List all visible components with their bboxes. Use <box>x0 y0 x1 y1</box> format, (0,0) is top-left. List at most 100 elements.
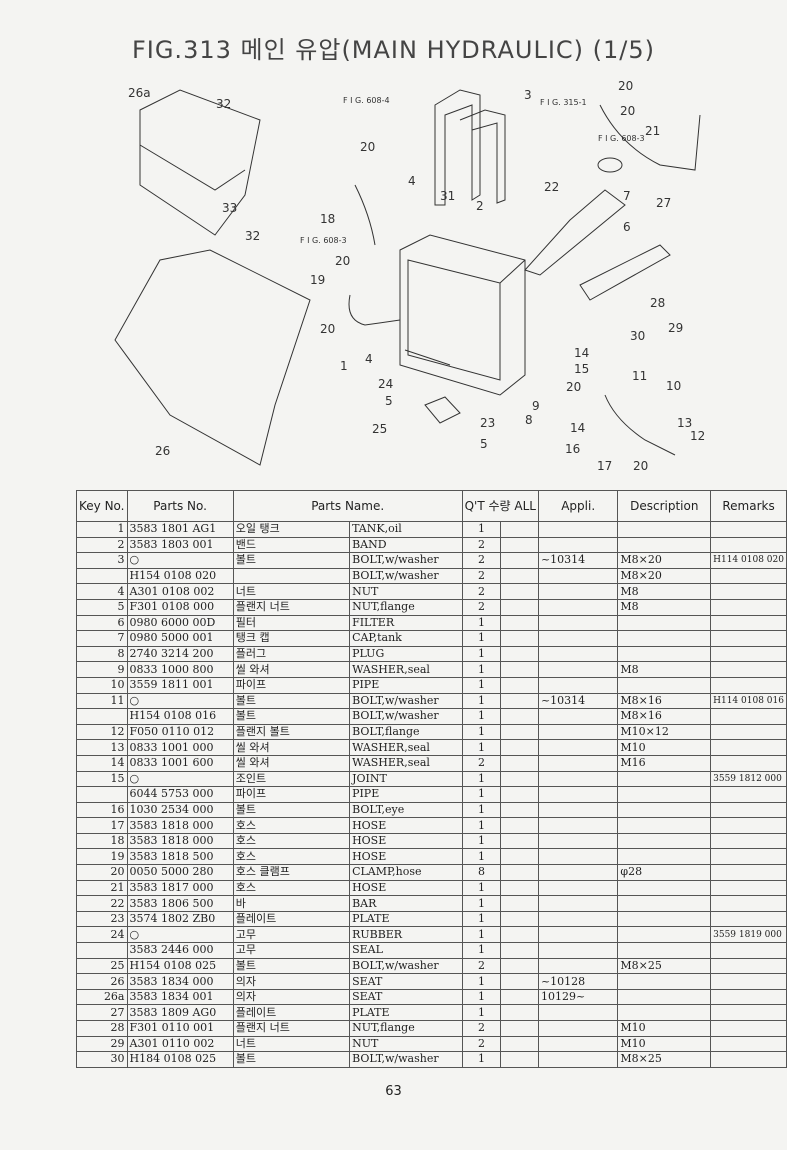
cell-description: M8×25 <box>617 1051 712 1068</box>
cell-name-en: CLAMP,hose <box>349 864 463 881</box>
cell-qty: 1 <box>461 926 502 944</box>
cell-name-kr: 의자 <box>232 973 351 990</box>
callout-label: 10 <box>666 379 681 393</box>
callout-label: 11 <box>632 369 647 383</box>
cell-description <box>617 832 712 850</box>
cell-parts-no: H154 0108 020 <box>126 567 234 585</box>
cell-name-en: BOLT,w/washer <box>349 1051 463 1068</box>
cell-remarks <box>710 723 787 741</box>
cell-key: 1 <box>76 521 128 538</box>
callout-label: 5 <box>385 394 393 408</box>
cell-name-kr: 씰 와셔 <box>232 739 351 756</box>
cell-name-en: BOLT,w/washer <box>349 957 463 975</box>
cell-name-en: HOSE <box>349 817 463 834</box>
filler-neck-shape <box>524 189 626 276</box>
cell-qty: 1 <box>461 676 502 694</box>
cell-qty-blank <box>500 614 539 632</box>
cell-qty: 2 <box>461 567 502 585</box>
cell-key: 10 <box>76 676 128 694</box>
cell-qty-blank <box>500 973 539 990</box>
cell-parts-no: F301 0110 001 <box>126 1020 234 1037</box>
header-description: Description <box>617 490 712 522</box>
cell-name-kr: 플레이트 <box>232 910 351 928</box>
cell-appli <box>537 817 619 834</box>
cell-qty: 2 <box>461 957 502 975</box>
cell-appli <box>537 926 619 944</box>
cell-name-kr: 플랜지 너트 <box>232 598 351 616</box>
cell-name-kr: 플레이트 <box>232 1004 351 1021</box>
cell-remarks: H114 0108 020 <box>710 552 787 569</box>
pipe-shape <box>604 394 676 456</box>
cell-key: 6 <box>76 614 128 632</box>
callout-label: 20 <box>566 380 581 394</box>
callout-label: 22 <box>544 180 559 194</box>
cell-qty-blank <box>500 879 539 897</box>
cell-appli <box>537 848 619 866</box>
cell-name-kr: 볼트 <box>232 692 351 710</box>
cell-name-en: WASHER,seal <box>349 661 463 678</box>
cell-name-kr: 볼트 <box>232 957 351 975</box>
cell-name-kr: 호스 <box>232 848 351 866</box>
cell-qty-blank <box>500 770 539 788</box>
cell-remarks <box>710 614 787 632</box>
cell-key: 11 <box>76 692 128 710</box>
callout-label: 25 <box>372 422 387 436</box>
callout-label: 16 <box>565 442 580 456</box>
cell-parts-no: 0833 1001 000 <box>126 739 234 756</box>
cell-name-kr: 플러그 <box>232 645 351 663</box>
cell-remarks <box>710 1004 787 1021</box>
callout-label: 30 <box>630 329 645 343</box>
cell-qty-blank <box>500 583 539 600</box>
cell-parts-no: 3583 1809 AG0 <box>126 1004 234 1021</box>
callout-label: 14 <box>574 346 589 360</box>
cell-parts-no: 3559 1811 001 <box>126 676 234 694</box>
cell-appli <box>537 583 619 600</box>
cell-qty: 1 <box>461 1004 502 1021</box>
cell-parts-no: 3583 1818 500 <box>126 848 234 866</box>
cell-name-en: BOLT,flange <box>349 723 463 741</box>
cell-description: φ28 <box>617 864 712 881</box>
cell-qty: 8 <box>461 864 502 881</box>
cell-name-en: BOLT,w/washer <box>349 552 463 569</box>
header-key: Key No. <box>76 490 128 522</box>
cell-qty: 1 <box>461 1051 502 1068</box>
cell-qty: 1 <box>461 942 502 959</box>
header-remarks: Remarks <box>710 490 787 522</box>
callout-label: 18 <box>320 212 335 226</box>
cell-appli <box>537 739 619 756</box>
cell-appli <box>537 832 619 850</box>
callout-label: 2 <box>476 199 484 213</box>
hose-18-shape <box>354 184 376 246</box>
cell-remarks <box>710 583 787 600</box>
cell-parts-no: F301 0108 000 <box>126 598 234 616</box>
cell-parts-no: ○ <box>126 692 234 710</box>
cell-parts-no: 0980 5000 001 <box>126 630 234 647</box>
callout-label: 32 <box>216 97 231 111</box>
cell-key: 14 <box>76 754 128 772</box>
cell-parts-no: 0833 1000 800 <box>126 661 234 678</box>
cell-appli <box>537 864 619 881</box>
cell-description <box>617 973 712 990</box>
cell-description <box>617 848 712 866</box>
cell-name-en: NUT,flange <box>349 598 463 616</box>
cell-qty: 2 <box>461 1020 502 1037</box>
callout-label: 26a <box>128 86 151 100</box>
cell-qty: 2 <box>461 754 502 772</box>
cell-qty-blank <box>500 895 539 912</box>
cell-qty: 2 <box>461 1035 502 1053</box>
cell-qty: 1 <box>461 661 502 678</box>
cell-appli <box>537 614 619 632</box>
cell-name-kr: 호스 <box>232 832 351 850</box>
callout-label: 21 <box>645 124 660 138</box>
cell-qty-blank <box>500 942 539 959</box>
cell-parts-no: 3583 1818 000 <box>126 832 234 850</box>
callout-label: 12 <box>690 429 705 443</box>
cell-key: 17 <box>76 817 128 834</box>
